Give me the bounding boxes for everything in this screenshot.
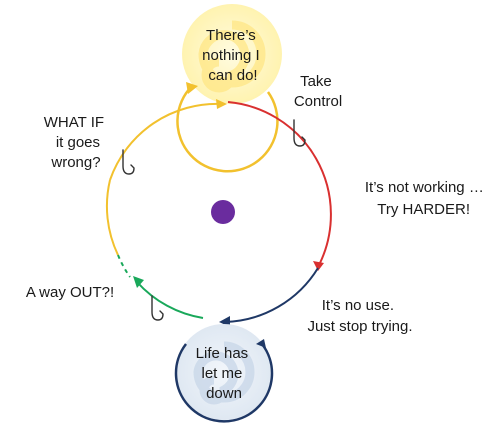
hook-icon <box>293 119 306 147</box>
hook-icon <box>122 149 135 175</box>
label-what-if: WHAT IF it goes wrong? <box>44 114 108 171</box>
arc-red <box>227 101 332 264</box>
arc-yellow-left <box>105 179 119 256</box>
bottom-node-label: Life has let me down <box>196 345 253 402</box>
arc-red-arrowhead <box>313 261 324 271</box>
arc-yellow-top-arrowhead <box>216 99 227 109</box>
center-dot <box>211 200 235 224</box>
label-take-control: Take Control <box>294 73 342 110</box>
hook-icon <box>151 295 164 321</box>
top-node-arrowhead <box>186 82 198 94</box>
arc-green-arrowhead <box>133 276 144 288</box>
top-node: There’s nothing I can do! <box>176 4 282 173</box>
bottom-node-ring <box>174 343 274 423</box>
top-node-label: There’s nothing I can do! <box>202 27 264 84</box>
top-node-ring <box>176 85 279 173</box>
label-no-use: It’s no use. Just stop trying. <box>307 297 412 335</box>
label-way-out: A way OUT?! <box>26 284 114 301</box>
arc-yellow-top <box>109 102 223 181</box>
label-not-working: It’s not working … Try HARDER! <box>365 179 488 218</box>
arc-navy <box>224 267 319 323</box>
arc-green-dashed <box>117 254 131 278</box>
arc-green <box>136 281 204 319</box>
bottom-node-arrowhead <box>256 339 266 348</box>
bottom-node: Life has let me down <box>174 324 274 423</box>
